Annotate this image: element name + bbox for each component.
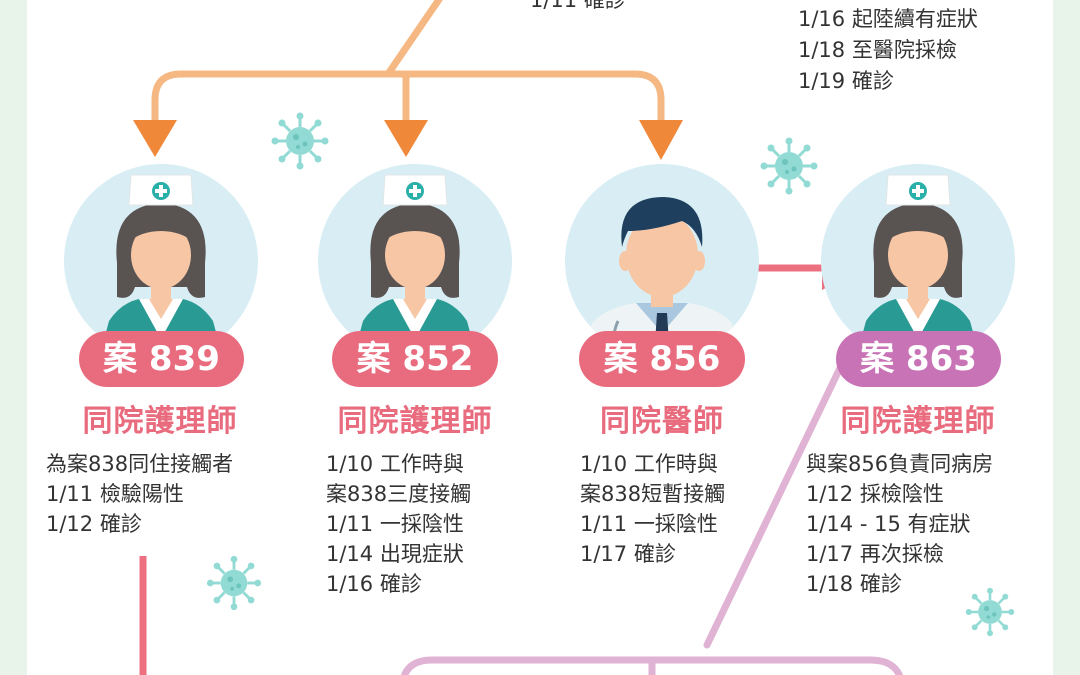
- detail-line: 1/17 確診: [580, 542, 676, 566]
- case-role-839: 同院護理師: [82, 404, 238, 439]
- detail-line: 1/14 - 15 有症狀: [806, 512, 971, 536]
- detail-line: 1/14 出現症狀: [326, 542, 464, 566]
- case-role-852: 同院護理師: [337, 404, 493, 439]
- purple-connector-tree: [400, 364, 903, 675]
- top-clipped-note: 1/11 確診: [530, 0, 626, 12]
- top-note-line: 1/16 起陸續有症狀: [798, 7, 978, 31]
- case-details-863: 與案856負責同病房 1/12 採檢陰性 1/14 - 15 有症狀 1/17 …: [806, 449, 993, 599]
- virus-icon: [270, 111, 330, 171]
- top-note-line: 1/18 至醫院採檢: [798, 38, 957, 62]
- detail-line: 與案856負責同病房: [806, 452, 994, 476]
- case-badge-839: 案 839: [79, 331, 244, 387]
- detail-line: 1/12 採檢陰性: [806, 482, 944, 506]
- orange-connector-tree: [151, 0, 665, 126]
- avatar-839: [64, 164, 258, 358]
- detail-line: 1/16 確診: [326, 572, 422, 596]
- case-role-863: 同院護理師: [840, 404, 996, 439]
- arrow-head-to-852: [384, 120, 428, 157]
- detail-line: 為案838同住接觸者: [46, 452, 234, 476]
- detail-line: 1/11 一採陰性: [580, 512, 718, 536]
- case-details-856: 1/10 工作時與 案838短暫接觸 1/11 一採陰性 1/17 確診: [580, 449, 725, 569]
- arrow-head-to-856: [639, 120, 683, 160]
- avatar-856: [565, 164, 759, 358]
- detail-line: 案838短暫接觸: [580, 482, 726, 506]
- case-details-852: 1/10 工作時與 案838三度接觸 1/11 一採陰性 1/14 出現症狀 1…: [326, 449, 471, 599]
- detail-line: 案838三度接觸: [326, 482, 472, 506]
- virus-icon: [759, 136, 819, 196]
- case-role-856: 同院醫師: [600, 404, 724, 439]
- detail-line: 1/11 一採陰性: [326, 512, 464, 536]
- avatar-852: [318, 164, 512, 358]
- orange-arrow-heads: [133, 120, 683, 160]
- case-details-839: 為案838同住接觸者 1/11 檢驗陽性 1/12 確診: [46, 449, 233, 539]
- detail-line: 1/12 確診: [46, 512, 142, 536]
- top-notes: 1/16 起陸續有症狀 1/18 至醫院採檢 1/19 確診: [798, 4, 978, 97]
- virus-icon: [205, 554, 263, 612]
- avatar-863: [821, 164, 1015, 358]
- detail-line: 1/10 工作時與: [326, 452, 464, 476]
- case-badge-863: 案 863: [836, 331, 1001, 387]
- case-badge-852: 案 852: [332, 331, 498, 387]
- detail-line: 1/11 檢驗陽性: [46, 482, 184, 506]
- detail-line: 1/18 確診: [806, 572, 902, 596]
- detail-line: 1/17 再次採檢: [806, 542, 944, 566]
- detail-line: 1/10 工作時與: [580, 452, 718, 476]
- top-note-line: 1/19 確診: [798, 69, 894, 93]
- arrow-head-to-839: [133, 120, 177, 157]
- case-badge-856: 案 856: [579, 331, 745, 387]
